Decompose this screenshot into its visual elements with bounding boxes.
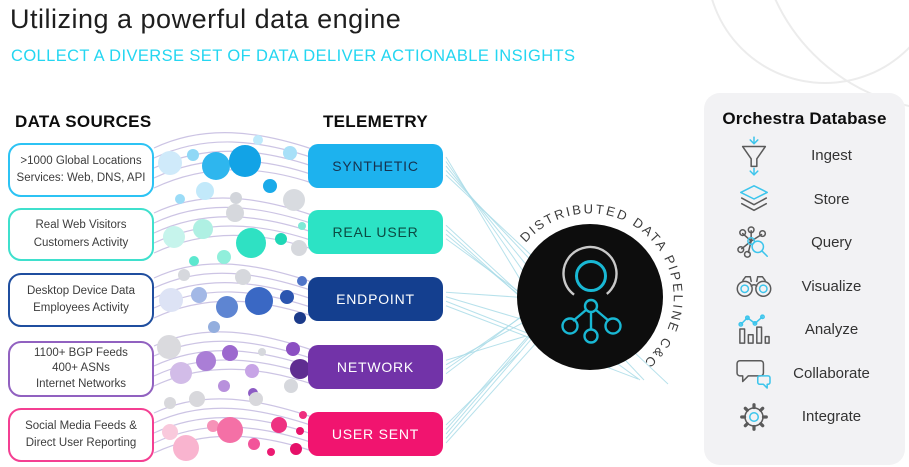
source-line: Desktop Device Data <box>26 284 136 297</box>
distributed-network-icon <box>561 245 622 344</box>
orchestra-database-panel: Orchestra Database Ingest <box>704 93 905 465</box>
pipeline-disc <box>517 224 663 370</box>
panel-label: Analyze <box>804 321 859 339</box>
panel-label: Ingest <box>811 147 852 165</box>
panel-row-query: Query <box>704 221 905 265</box>
source-box-synthetic: >1000 Global Locations Services: Web, DN… <box>8 143 154 197</box>
analyze-icon <box>732 314 776 346</box>
store-icon <box>732 182 776 216</box>
source-line: Social Media Feeds & <box>25 419 137 432</box>
telemetry-box-network: NETWORK <box>308 345 443 389</box>
pipeline-circle: DISTRIBUTED DATA PIPELINE C&C <box>517 201 684 371</box>
source-line: Real Web Visitors <box>35 219 127 232</box>
panel-title: Orchestra Database <box>722 109 887 128</box>
source-box-endpoint: Desktop Device Data Employees Activity <box>8 273 154 327</box>
page-title: Utilizing a powerful data engine <box>10 4 402 34</box>
source-line: Direct User Reporting <box>25 437 137 449</box>
source-box-network: 1100+ BGP Feeds 400+ ASNs Internet Netwo… <box>8 341 154 397</box>
telemetry-heading: TELEMETRY <box>322 112 428 131</box>
panel-row-integrate: Integrate <box>704 395 905 439</box>
panel-row-ingest: Ingest <box>704 134 905 178</box>
visualize-icon <box>732 273 776 299</box>
ingest-icon <box>732 135 776 177</box>
source-line: Employees Activity <box>33 302 129 314</box>
data-bubbles <box>157 135 310 461</box>
telemetry-box-endpoint: ENDPOINT <box>308 277 443 321</box>
source-line: Customers Activity <box>33 236 129 249</box>
panel-label: Query <box>811 234 852 252</box>
panel-label: Integrate <box>801 408 862 426</box>
source-line: Services: Web, DNS, API <box>16 172 146 184</box>
data-sources-heading: DATA SOURCES <box>15 112 152 131</box>
collaborate-icon <box>732 357 776 390</box>
telemetry-box-real-user: REAL USER <box>308 210 443 254</box>
integrate-icon <box>732 400 776 434</box>
panel-row-store: Store <box>704 178 905 222</box>
source-line: 400+ ASNs <box>52 362 110 375</box>
telemetry-box-user-sent: USER SENT <box>308 412 443 456</box>
panel-row-collaborate: Collaborate <box>704 352 905 396</box>
source-line: 1100+ BGP Feeds <box>34 346 128 359</box>
panel-label: Store <box>813 190 850 208</box>
panel-rows: Ingest Store <box>704 134 905 439</box>
query-icon <box>732 225 776 260</box>
source-line: >1000 Global Locations <box>20 154 142 167</box>
source-line: Internet Networks <box>35 377 127 390</box>
panel-label: Visualize <box>801 277 862 295</box>
panel-row-visualize: Visualize <box>704 265 905 309</box>
decorative-arcs <box>711 0 909 107</box>
source-box-real-user: Real Web Visitors Customers Activity <box>8 208 154 261</box>
panel-row-analyze: Analyze <box>704 308 905 352</box>
page-subtitle: COLLECT A DIVERSE SET OF DATA DELIVER AC… <box>11 47 576 65</box>
telemetry-box-synthetic: SYNTHETIC <box>308 144 443 188</box>
panel-label: Collaborate <box>793 364 870 382</box>
source-box-user-sent: Social Media Feeds & Direct User Reporti… <box>8 408 154 462</box>
